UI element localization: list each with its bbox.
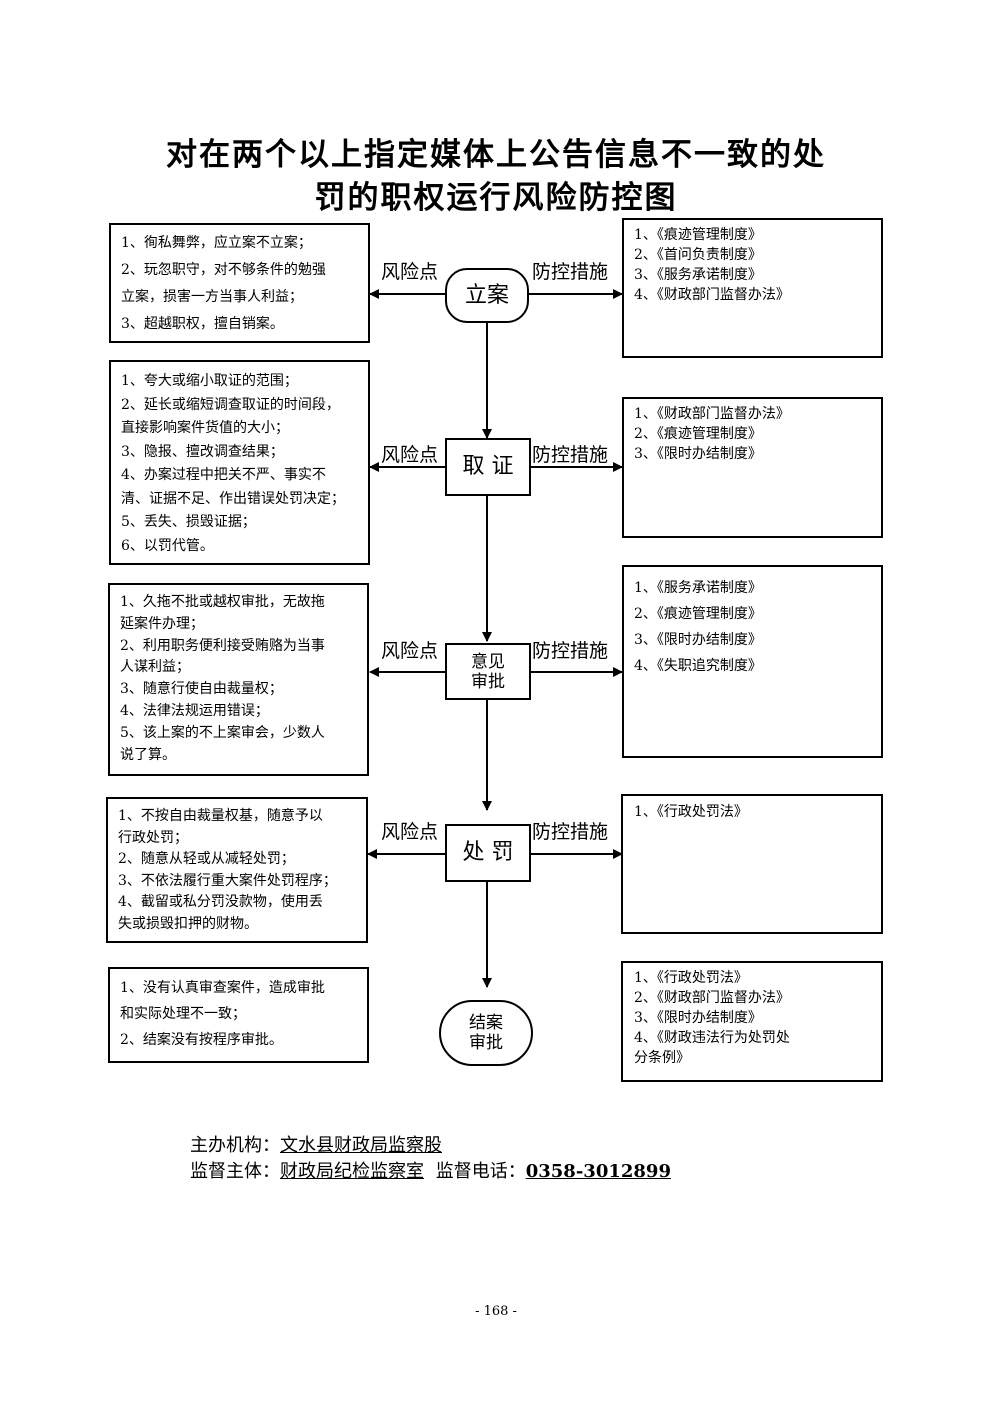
risk-box-1: [109, 223, 370, 343]
risk-text-2: 1、夸大或缩小取证的范围； 2、延长或缩短调查取证的时间段， 直接影响案件货值的…: [121, 373, 345, 554]
supervisor-label: 监督主体：: [190, 1161, 280, 1182]
footer-supervision: 监督主体：财政局纪检监察室 监督电话：0358-3012899: [190, 1160, 671, 1184]
risk-label-2: 风险点: [381, 444, 439, 466]
risk-text-5: 1、没有认真审查案件，造成审批 和实际处理不一致； 2、结案没有按程序审批。: [120, 980, 325, 1048]
control-box-1: [622, 218, 883, 358]
control-box-4: [621, 794, 883, 934]
phone-label: 监督电话：: [435, 1161, 526, 1182]
title-line-1: 对在两个以上指定媒体上公告信息不一致的处: [166, 137, 826, 173]
organizer-value: 文水县财政局监察股: [280, 1135, 442, 1156]
control-box-5: [621, 961, 883, 1082]
organizer-label: 主办机构：: [190, 1135, 280, 1156]
risk-label-3: 风险点: [381, 640, 439, 662]
control-text-1: 1、《痕迹管理制度》 2、《首问负责制度》 3、《服务承诺制度》 4、《财政部门…: [634, 227, 790, 303]
control-box-2: [622, 397, 883, 538]
control-text-3: 1、《服务承诺制度》 2、《痕迹管理制度》 3、《限时办结制度》 4、《失职追究…: [634, 580, 762, 674]
risk-text-3: 1、久拖不批或越权审批，无故拖 延案件办理； 2、利用职务便利接受贿赂为当事 人…: [120, 594, 325, 763]
risk-label-4: 风险点: [381, 821, 439, 843]
control-box-3: [622, 565, 883, 758]
risk-box-3: [108, 583, 369, 776]
risk-box-2: [109, 360, 370, 565]
control-label-1: 防控措施: [532, 261, 609, 283]
footer-organizer: 主办机构：文水县财政局监察股: [190, 1134, 442, 1158]
phone-value: 0358-3012899: [525, 1161, 671, 1182]
risk-text-4: 1、不按自由裁量权基，随意予以 行政处罚； 2、随意从轻或从减轻处罚； 3、不依…: [118, 808, 337, 932]
control-text-5: 1、《行政处罚法》 2、《财政部门监督办法》 3、《限时办结制度》 4、《财政违…: [634, 970, 790, 1066]
stage-evidence: 取 证: [445, 438, 531, 496]
title-line-2: 罚的职权运行风险防控图: [314, 180, 678, 216]
risk-label-1: 风险点: [381, 261, 439, 283]
stage-penalty: 处 罚: [445, 824, 531, 882]
risk-box-4: [106, 797, 368, 943]
control-label-4: 防控措施: [532, 821, 609, 843]
risk-text-1: 1、徇私舞弊，应立案不立案； 2、玩忽职守，对不够条件的勉强 立案，损害一方当事…: [121, 235, 326, 332]
supervisor-value: 财政局纪检监察室: [280, 1161, 424, 1182]
stage-filing: 立案: [445, 268, 529, 323]
control-label-2: 防控措施: [532, 444, 609, 466]
stage-closing-approval: 结案 审批: [439, 1000, 533, 1066]
control-text-2: 1、《财政部门监督办法》 2、《痕迹管理制度》 3、《限时办结制度》: [634, 406, 790, 462]
stage-opinion-approval: 意见 审批: [445, 643, 531, 700]
control-text-4: 1、《行政处罚法》: [634, 804, 748, 820]
control-label-3: 防控措施: [532, 640, 609, 662]
page-number: - 168 -: [475, 1304, 517, 1319]
risk-box-5: [108, 967, 369, 1063]
